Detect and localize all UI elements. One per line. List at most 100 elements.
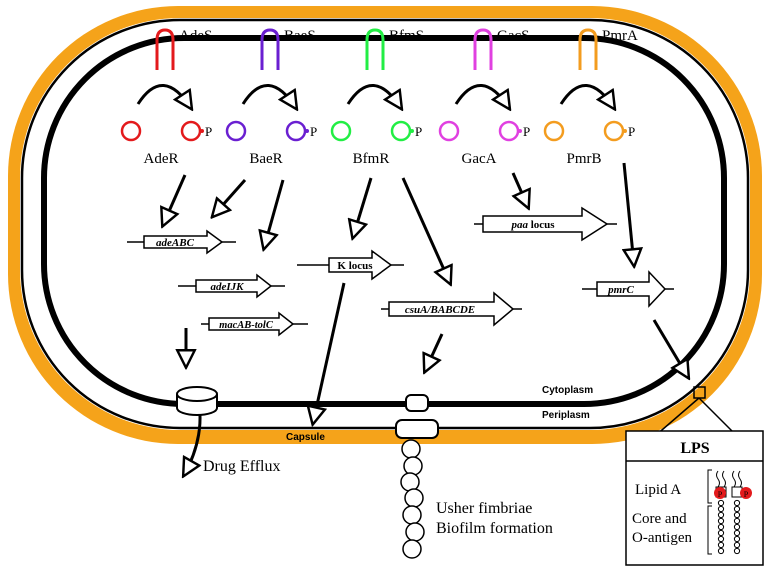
phosphate-label: P (415, 124, 422, 139)
regulator-inactive-icon (120, 120, 142, 142)
fimbria-subunit (403, 456, 423, 476)
cytoplasm-label: Cytoplasm (542, 385, 593, 396)
regulator-inactive-icon (330, 120, 352, 142)
regulatory-arrows (163, 162, 688, 475)
arrow-baer-adeabc (213, 179, 247, 216)
phosphate-label: P (523, 124, 530, 139)
sugar-unit (733, 547, 741, 555)
sensor-kinase-pmra (578, 28, 598, 70)
arrow-ader-adeabc (163, 174, 187, 225)
phosphate-label: P (310, 124, 317, 139)
phosphate-dot (410, 129, 414, 133)
sugar-unit (733, 499, 741, 507)
regulator-inactive-icon (543, 120, 565, 142)
sensor-kinase-label: GacS (497, 28, 530, 44)
lps-phosphate-label: P (744, 490, 749, 499)
regulator-active-icon (603, 120, 625, 142)
sensor-kinase-ades (155, 28, 175, 70)
fatty-acid-chain (722, 470, 726, 488)
drug-efflux-label: Drug Efflux (203, 458, 280, 475)
phosphorylation-arrow (559, 84, 614, 108)
sugar-unit (733, 505, 741, 513)
tcs-baes: BaeS P BaeR (225, 28, 317, 167)
usher-complex (395, 394, 439, 439)
sugar-unit (717, 547, 725, 555)
sugar-unit (717, 541, 725, 549)
regulator-label: BfmR (353, 151, 390, 167)
tcs-bfms: BfmS P BfmR (330, 28, 424, 167)
sugar-unit (717, 499, 725, 507)
phosphate-dot (623, 129, 627, 133)
fimbriae-chain (400, 439, 425, 559)
lps-title: LPS (680, 440, 709, 457)
efflux-pump (176, 386, 218, 416)
capsule-label: Capsule (286, 432, 325, 443)
gene-pmrc-label: pmrC (607, 284, 634, 296)
sensor-kinase-label: BfmS (389, 28, 424, 44)
fimbria-subunit (404, 488, 424, 508)
sensor-kinase-baes (260, 28, 280, 70)
sugar-unit (733, 541, 741, 549)
svg-text:paa locus: paa locus (510, 219, 555, 231)
gene-csua-label: csuA/BABCDE (405, 304, 475, 316)
gene-k-locus: K locus (297, 249, 404, 281)
arrow-pmrb-pmrc (624, 162, 634, 265)
gene-adeabc: adeABC (127, 229, 236, 255)
fimbria-subunit (401, 439, 421, 459)
gene-macab-tolc: macAB-tolC (201, 311, 308, 337)
sugar-unit (733, 523, 741, 531)
regulator-inactive-icon (438, 120, 460, 142)
sugar-unit (733, 535, 741, 543)
phosphate-dot (200, 129, 204, 133)
arrow-klocus-capsule (313, 282, 346, 423)
sugar-unit (733, 511, 741, 519)
fatty-acid-chain (716, 470, 720, 488)
sensor-kinase-bfms (365, 28, 385, 70)
phosphorylation-arrow (136, 84, 191, 108)
tcs-gacs: GacS P GacA (438, 28, 530, 167)
sugar-unit (717, 529, 725, 537)
arrow-bfmr-klocus (353, 177, 373, 237)
sugar-unit (717, 517, 725, 525)
periplasm-label: Periplasm (542, 410, 590, 421)
regulator-active-icon (285, 120, 307, 142)
gene-paa-rest: locus (528, 219, 555, 231)
usher-fimbriae-label: Usher fimbriae (436, 500, 532, 517)
gene-csua-babcde: csuA/BABCDE (381, 291, 522, 327)
phosphate-label: P (628, 124, 635, 139)
regulator-label: PmrB (566, 151, 601, 167)
phosphate-dot (518, 129, 522, 133)
gene-pmrc: pmrC (582, 270, 674, 308)
fatty-acid-chain (738, 470, 742, 488)
phosphorylation-arrow (241, 84, 296, 108)
gene-paa-italic: paa (510, 219, 528, 231)
gene-adeijk-label: adeIJK (211, 281, 245, 293)
lps-panel (625, 430, 764, 566)
sugar-unit (717, 505, 725, 513)
regulator-active-icon (390, 120, 412, 142)
gene-paa-locus: paa locus (474, 206, 617, 242)
arrow-baer-adeijk (264, 179, 285, 248)
regulator-label: BaeR (249, 151, 282, 167)
sugar-unit (717, 535, 725, 543)
phosphorylation-arrow (454, 84, 509, 108)
phosphorylation-arrow (346, 84, 401, 108)
lipid-a-label: Lipid A (635, 482, 681, 498)
sugar-unit (717, 511, 725, 519)
regulator-label: GacA (462, 151, 497, 167)
lps-phosphate-icon (740, 487, 752, 499)
fimbria-subunit (400, 472, 420, 492)
fimbria-subunit (402, 539, 422, 559)
regulator-inactive-icon (225, 120, 247, 142)
gene-k-locus-label: K locus (337, 260, 373, 272)
sensor-kinase-gacs (473, 28, 493, 70)
sensor-kinase-label: BaeS (284, 28, 316, 44)
sugar-unit (717, 523, 725, 531)
regulator-label: AdeR (144, 151, 179, 167)
fatty-acid-chain (732, 470, 736, 488)
